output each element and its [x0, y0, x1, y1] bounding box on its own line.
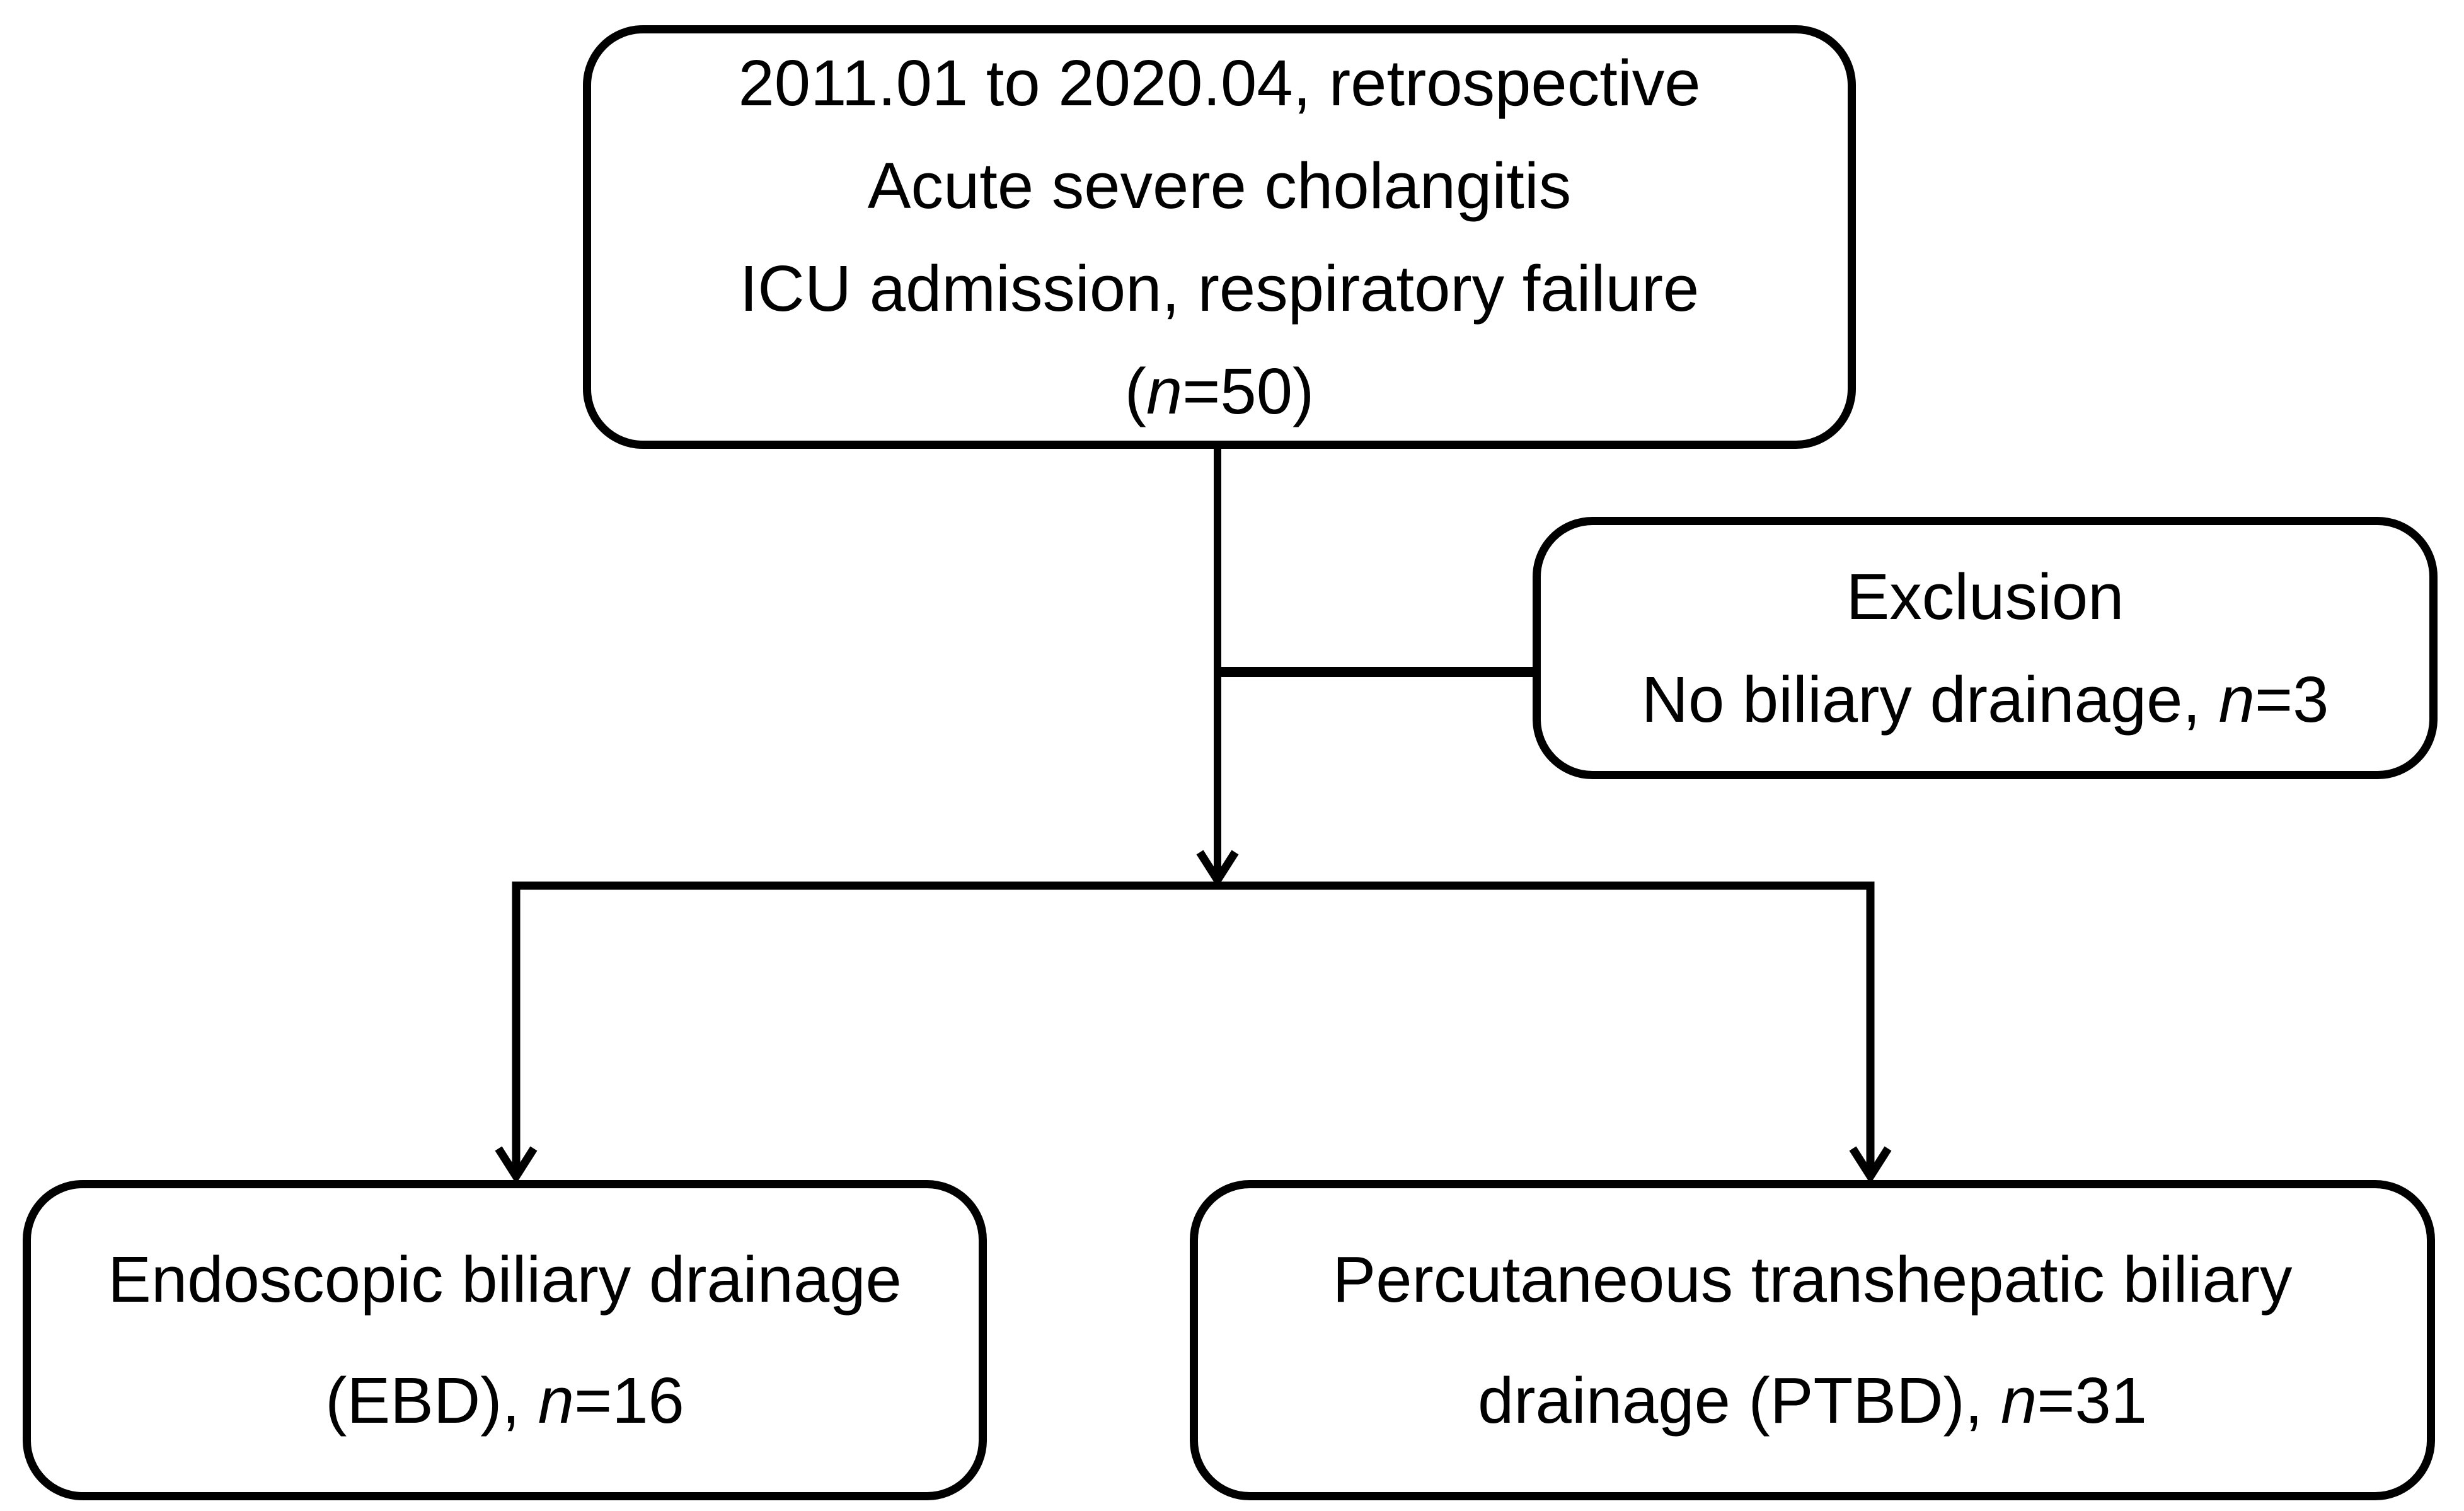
split-rail-connector — [512, 881, 1875, 1174]
text-line: Percutaneous transhepatic biliary — [1332, 1243, 2293, 1316]
text-line: (n=50) — [1124, 355, 1315, 427]
text-line: 2011.01 to 2020.04, retrospective — [738, 47, 1701, 119]
text-line: Exclusion — [1846, 560, 2124, 633]
text-line: (EBD), n=16 — [325, 1364, 684, 1437]
text-line: ICU admission, respiratory failure — [739, 252, 1700, 325]
node-exclusion: Exclusion No biliary drainage, n=3 — [1533, 517, 2438, 779]
text-line: Acute severe cholangitis — [867, 149, 1572, 222]
text-line: No biliary drainage, n=3 — [1641, 663, 2329, 736]
text-line: drainage (PTBD), n=31 — [1477, 1364, 2148, 1437]
node-ptbd: Percutaneous transhepatic biliary drainag… — [1190, 1180, 2435, 1500]
arrowhead-right-icon — [1849, 1146, 1892, 1184]
node-ebd: Endoscopic biliary drainage (EBD), n=16 — [23, 1180, 987, 1500]
arrowhead-left-icon — [495, 1146, 538, 1184]
text-line: Endoscopic biliary drainage — [108, 1243, 902, 1316]
arrowhead-main-icon — [1196, 850, 1239, 888]
